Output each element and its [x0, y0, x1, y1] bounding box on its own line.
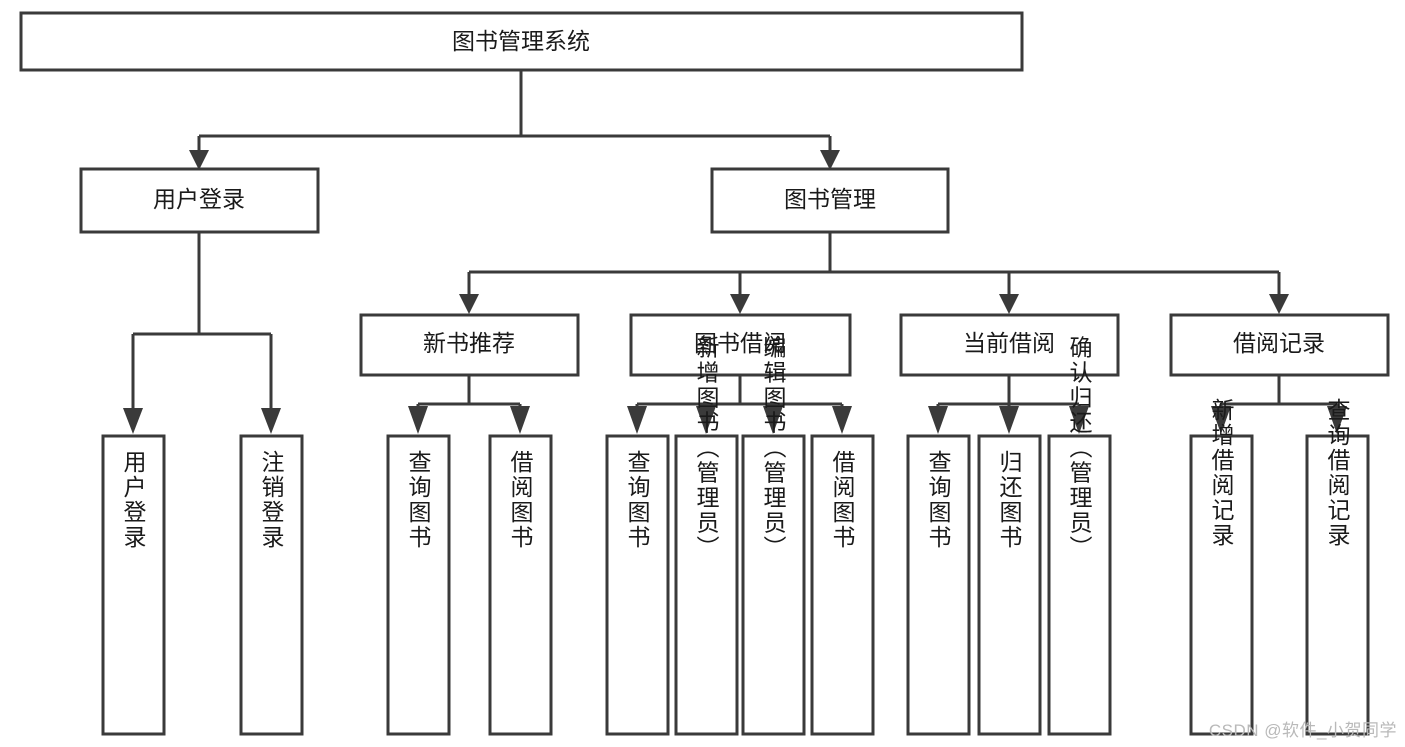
node-book-management[interactable]: 图书管理 [710, 167, 950, 234]
leaf-query-record-box[interactable] [1305, 434, 1370, 736]
node-leaf-return-book[interactable]: 归还图书 [977, 434, 1042, 736]
arrow-to-leaf-add-book [696, 406, 716, 434]
leaf-query-book-3-label: 查询图书 [925, 450, 952, 550]
arrow-to-leaf-borrow-book-1 [510, 406, 530, 434]
node-root-system[interactable]: 图书管理系统 [19, 11, 1024, 72]
arrow-to-leaf-borrow-book-2 [832, 406, 852, 434]
arrow-to-leaf-query-book-1 [408, 406, 428, 434]
leaf-confirm-return-box[interactable] [1047, 434, 1112, 736]
node-leaf-query-book-1[interactable]: 查询图书 [386, 434, 451, 736]
leaf-query-book-3-box[interactable] [906, 434, 971, 736]
current-borrow-label: 当前借阅 [963, 330, 1055, 356]
leaf-borrow-book-1-box[interactable] [488, 434, 553, 736]
arrow-to-leaf-user-login [123, 408, 143, 434]
arrow-to-user-login [189, 150, 209, 170]
arrow-to-current-borrow [999, 294, 1019, 314]
root-box[interactable] [19, 11, 1024, 72]
node-leaf-user-logout[interactable]: 注销登录 [239, 434, 304, 736]
leaf-return-book-label: 归还图书 [996, 450, 1023, 550]
node-leaf-confirm-return[interactable]: 确认归还（管理员） [1047, 336, 1112, 736]
node-leaf-edit-book[interactable]: 编辑图书（管理员） [741, 336, 806, 736]
arrow-to-book-management [820, 150, 840, 170]
leaf-add-book-label: 新增图书（管理员） [693, 336, 720, 561]
leaf-return-book-box[interactable] [977, 434, 1042, 736]
node-leaf-borrow-book-2[interactable]: 借阅图书 [810, 434, 875, 736]
book-borrow-box[interactable] [629, 313, 852, 377]
leaf-add-record-label: 新增借阅记录 [1208, 398, 1235, 548]
leaf-add-record-box[interactable] [1189, 434, 1254, 736]
current-borrow-box[interactable] [899, 313, 1120, 377]
node-leaf-add-record[interactable]: 新增借阅记录 [1189, 398, 1254, 736]
leaf-query-book-2-box[interactable] [605, 434, 670, 736]
node-borrow-record[interactable]: 借阅记录 [1169, 313, 1390, 377]
leaf-user-logout-label: 注销登录 [258, 450, 285, 550]
node-leaf-user-login[interactable]: 用户登录 [101, 434, 166, 736]
node-leaf-query-record[interactable]: 查询借阅记录 [1305, 398, 1370, 736]
leaf-user-logout-box[interactable] [239, 434, 304, 736]
node-leaf-borrow-book-1[interactable]: 借阅图书 [488, 434, 553, 736]
leaf-user-login-box[interactable] [101, 434, 166, 736]
book-management-box[interactable] [710, 167, 950, 234]
arrow-to-leaf-add-record [1211, 406, 1231, 434]
leaf-query-book-2-label: 查询图书 [624, 450, 651, 550]
arrow-to-leaf-return-book [999, 406, 1019, 434]
leaf-query-book-1-box[interactable] [386, 434, 451, 736]
new-book-recommend-label: 新书推荐 [423, 330, 515, 356]
borrow-record-label: 借阅记录 [1233, 330, 1325, 356]
leaf-user-login-label: 用户登录 [120, 450, 147, 550]
node-new-book-recommend[interactable]: 新书推荐 [359, 313, 580, 377]
leaf-borrow-book-2-box[interactable] [810, 434, 875, 736]
new-book-recommend-box[interactable] [359, 313, 580, 377]
node-book-borrow[interactable]: 图书借阅 [629, 313, 852, 377]
node-leaf-query-book-3[interactable]: 查询图书 [906, 434, 971, 736]
arrow-to-leaf-query-record [1327, 406, 1347, 434]
leaf-edit-book-box[interactable] [741, 434, 806, 736]
leaf-edit-book-label: 编辑图书（管理员） [760, 336, 787, 561]
arrow-to-leaf-user-logout [261, 408, 281, 434]
root-label: 图书管理系统 [452, 28, 590, 54]
borrow-record-box[interactable] [1169, 313, 1390, 377]
node-leaf-query-book-2[interactable]: 查询图书 [605, 434, 670, 736]
node-leaf-add-book[interactable]: 新增图书（管理员） [674, 336, 739, 736]
arrow-to-new-book-recommend [459, 294, 479, 314]
book-borrow-label: 图书借阅 [694, 330, 786, 356]
leaf-query-book-1-label: 查询图书 [405, 450, 432, 550]
connector-layer [123, 70, 1347, 434]
book-management-label: 图书管理 [784, 186, 876, 212]
arrow-to-leaf-edit-book [763, 406, 783, 434]
arrow-to-leaf-query-book-2 [627, 406, 647, 434]
leaf-borrow-book-1-label: 借阅图书 [507, 450, 534, 550]
arrow-to-borrow-record [1269, 294, 1289, 314]
arrow-to-book-borrow [730, 294, 750, 314]
user-login-label: 用户登录 [153, 186, 245, 212]
node-current-borrow[interactable]: 当前借阅 [899, 313, 1120, 377]
leaf-add-book-box[interactable] [674, 434, 739, 736]
node-user-login[interactable]: 用户登录 [79, 167, 320, 234]
arrow-to-leaf-confirm-return [1069, 406, 1089, 434]
arrow-to-leaf-query-book-3 [928, 406, 948, 434]
user-login-box[interactable] [79, 167, 320, 234]
leaf-borrow-book-2-label: 借阅图书 [829, 450, 856, 550]
leaf-query-record-label: 查询借阅记录 [1324, 398, 1351, 548]
leaf-confirm-return-label: 确认归还（管理员） [1066, 336, 1093, 561]
